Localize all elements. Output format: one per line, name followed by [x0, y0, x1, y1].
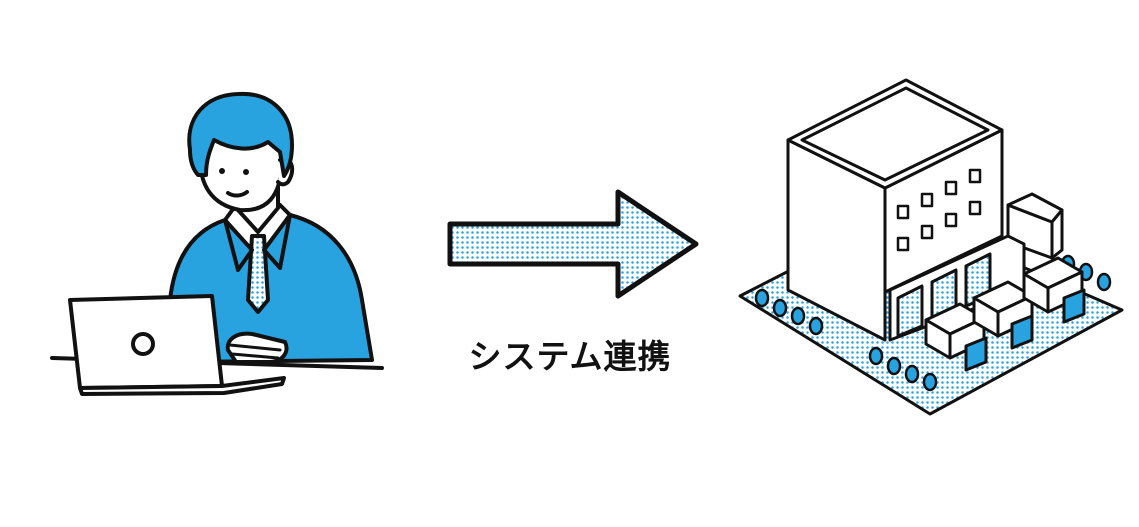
businessman-at-laptop-icon: [50, 91, 384, 396]
warehouse-with-trucks-icon: [738, 78, 1124, 416]
right-arrow-icon: [447, 189, 699, 299]
truck-icon: [972, 280, 1034, 350]
system-integration-caption: システム連携: [468, 337, 672, 376]
truck-icon: [1022, 256, 1086, 324]
truck-icon: [924, 302, 988, 372]
